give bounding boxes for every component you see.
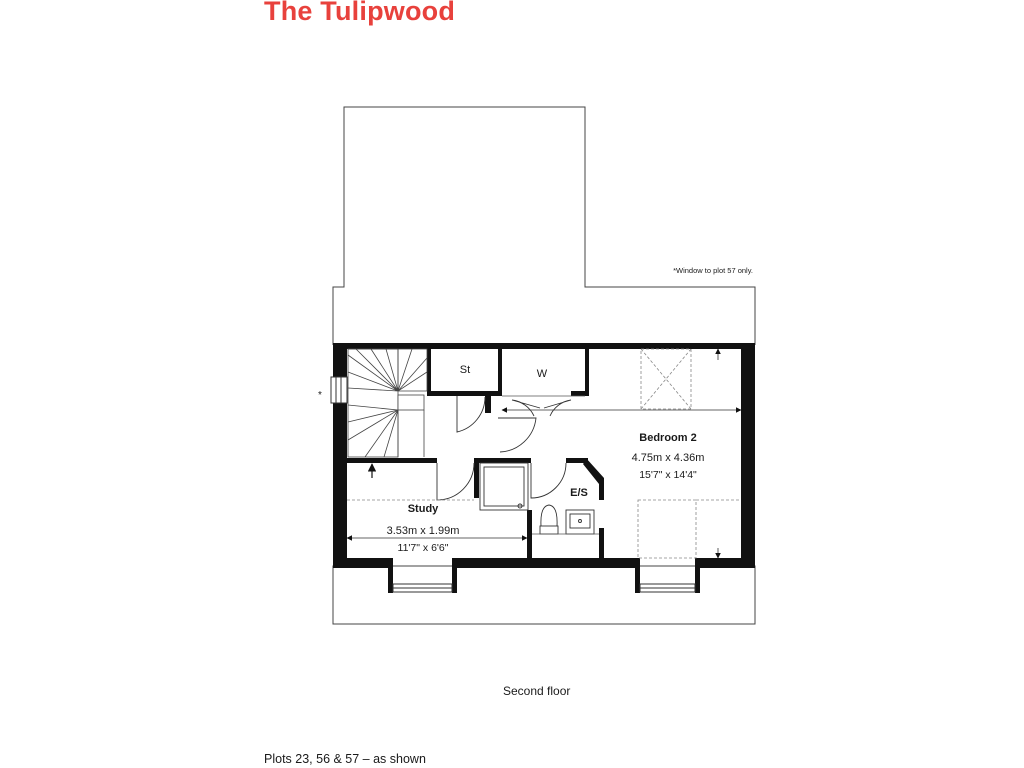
doors [436, 396, 572, 501]
window-footnote: *Window to plot 57 only. [673, 266, 753, 275]
skylights [347, 348, 741, 559]
store-label: St [460, 364, 470, 376]
toilet [539, 504, 559, 535]
study-name: Study [408, 503, 439, 515]
external-walls [333, 343, 755, 593]
shower-tray [479, 462, 529, 511]
internal-walls [347, 343, 604, 560]
bedroom2-name: Bedroom 2 [639, 432, 696, 444]
bedroom2-metric: 4.75m x 4.36m [632, 452, 705, 464]
bedroom2-imperial: 15'7" x 14'4" [639, 469, 697, 481]
landing-door [498, 417, 537, 453]
dimension-lines [346, 348, 742, 559]
ensuite-door [530, 462, 567, 499]
window-marker: * [318, 390, 322, 401]
ensuite-label: E/S [570, 487, 588, 499]
study-metric: 3.53m x 1.99m [387, 525, 460, 537]
study-bay-window [392, 583, 453, 593]
store-door [456, 396, 486, 433]
page-title: The Tulipwood [264, 0, 456, 26]
study-imperial: 11'7" x 6'6" [398, 542, 449, 554]
roof-outline [332, 106, 756, 625]
plots-label: Plots 23, 56 & 57 – as shown [264, 752, 426, 766]
floor-label: Second floor [503, 684, 571, 698]
side-window [330, 376, 348, 404]
wardrobe-label: W [537, 368, 548, 380]
staircase [347, 348, 428, 458]
bedroom-bay-window [639, 583, 696, 593]
basin [565, 509, 595, 535]
wardrobe-doors [511, 399, 572, 417]
study-door [436, 462, 475, 501]
